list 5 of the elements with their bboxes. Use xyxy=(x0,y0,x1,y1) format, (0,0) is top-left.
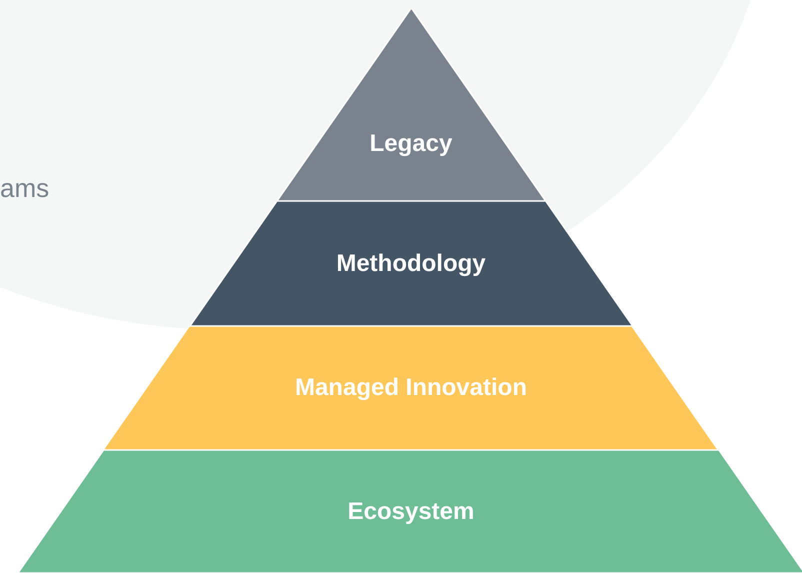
layer-label: Managed Innovation xyxy=(294,374,527,402)
layer-label: Legacy xyxy=(370,130,452,158)
label-text: ams xyxy=(0,172,50,204)
layer-label: Ecosystem xyxy=(348,498,474,526)
layer-label: Methodology xyxy=(336,250,486,278)
